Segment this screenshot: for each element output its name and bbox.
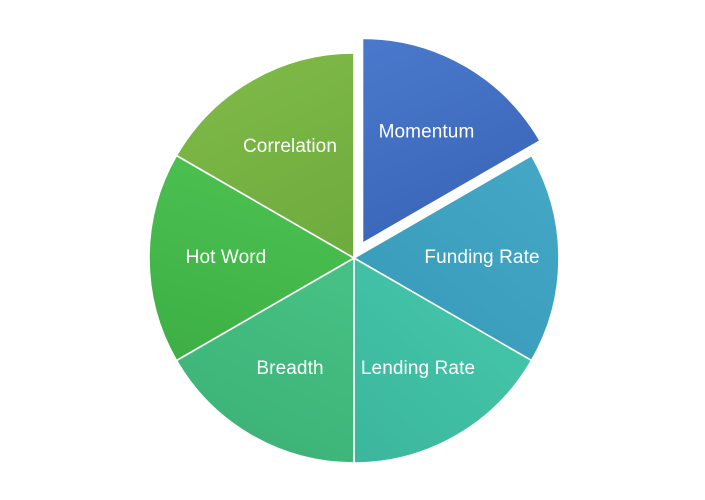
pie-slice-lending-rate[interactable] [353,257,533,464]
pie-slices-group [148,37,560,464]
pie-slice-funding-rate[interactable] [353,154,560,362]
pie-slice-breadth[interactable] [175,257,355,464]
pie-slice-label-correlation: Correlation [243,136,337,157]
pie-slice-label-lending-rate: Lending Rate [361,358,475,379]
pie-slice-label-breadth: Breadth [256,358,323,379]
pie-slice-momentum[interactable] [361,37,541,245]
pie-slice-label-funding-rate: Funding Rate [424,247,539,268]
pie-slice-hot-word[interactable] [148,154,355,362]
pie-slice-correlation[interactable] [175,52,355,259]
pie-slice-label-momentum: Momentum [379,121,475,142]
pie-slice-label-hot-word: Hot Word [186,247,267,268]
